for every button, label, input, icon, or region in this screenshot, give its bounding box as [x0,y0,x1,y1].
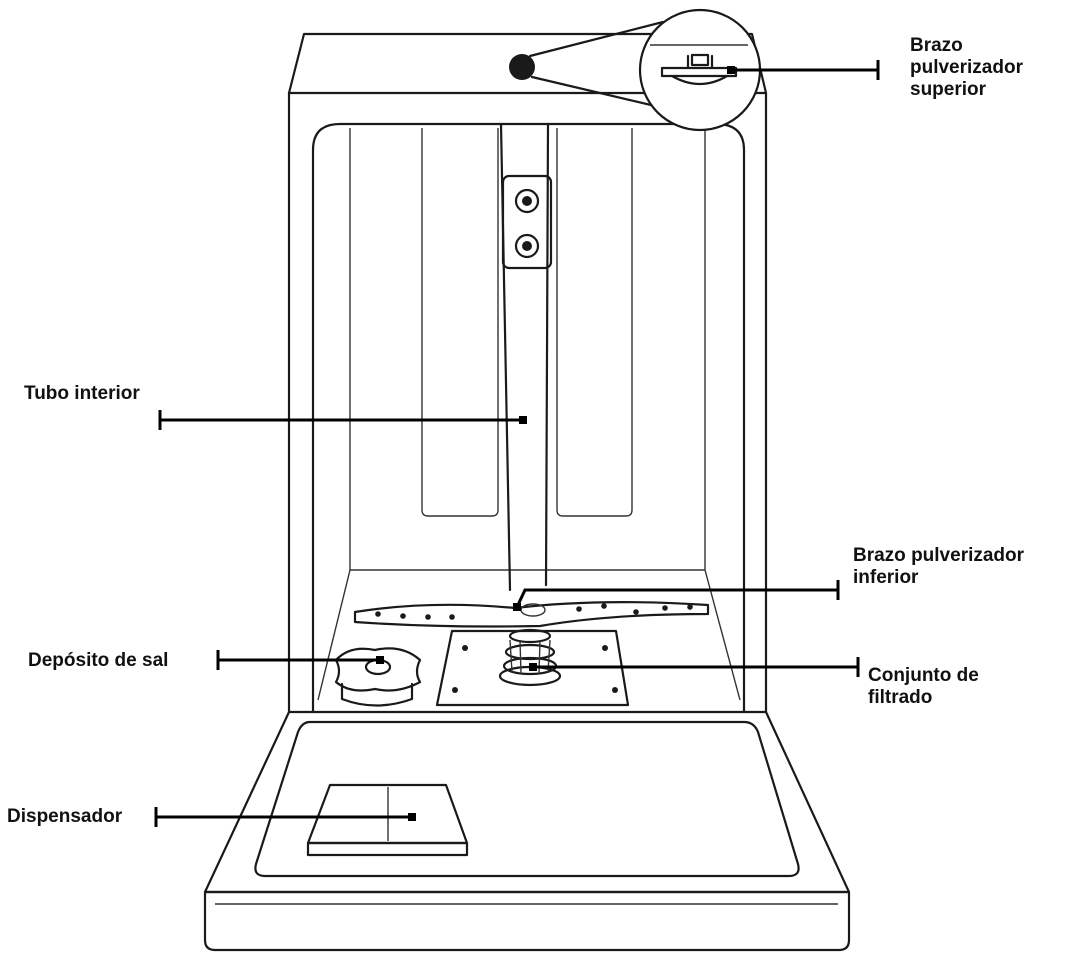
label-lower-spray-arm-line2: inferior [853,567,919,588]
dispenser [306,783,469,857]
leader-filter [529,657,860,677]
door [203,710,851,952]
leader-upper-arm [727,60,880,80]
leader-lines [154,60,880,827]
label-upper-spray-arm: Brazo pulverizador superior [910,35,1023,101]
lower-spray-arm [353,601,710,628]
leader-inner-tube [158,410,527,430]
filter-assembly [435,628,630,707]
label-upper-spray-arm-line2: pulverizador [910,57,1023,78]
label-salt-container: Depósito de sal [28,650,168,672]
inner-tub [311,122,746,714]
label-upper-spray-arm-line3: superior [910,79,987,100]
label-filter-assembly: Conjunto de filtrado [868,665,979,709]
label-dispenser-line1: Dispensador [7,806,123,827]
label-filter-assembly-line2: filtrado [868,687,933,708]
label-inner-tube: Tubo interior [24,383,140,405]
inner-tube [499,122,553,592]
leader-salt [216,650,384,670]
label-inner-tube-line1: Tubo interior [24,383,140,404]
rack-rails [421,128,633,517]
upper-arm-marker [509,54,535,80]
label-salt-container-line1: Depósito de sal [28,650,169,671]
cabinet-body [287,91,768,714]
leader-dispenser [154,807,416,827]
upper-arm-magnifier [509,8,762,132]
label-upper-spray-arm-line1: Brazo [910,35,963,56]
label-dispenser: Dispensador [7,806,122,828]
leader-lower-arm [513,580,840,611]
label-lower-spray-arm-line1: Brazo pulverizador [853,545,1025,566]
label-lower-spray-arm: Brazo pulverizador inferior [853,545,1024,589]
label-filter-assembly-line1: Conjunto de [868,665,979,686]
